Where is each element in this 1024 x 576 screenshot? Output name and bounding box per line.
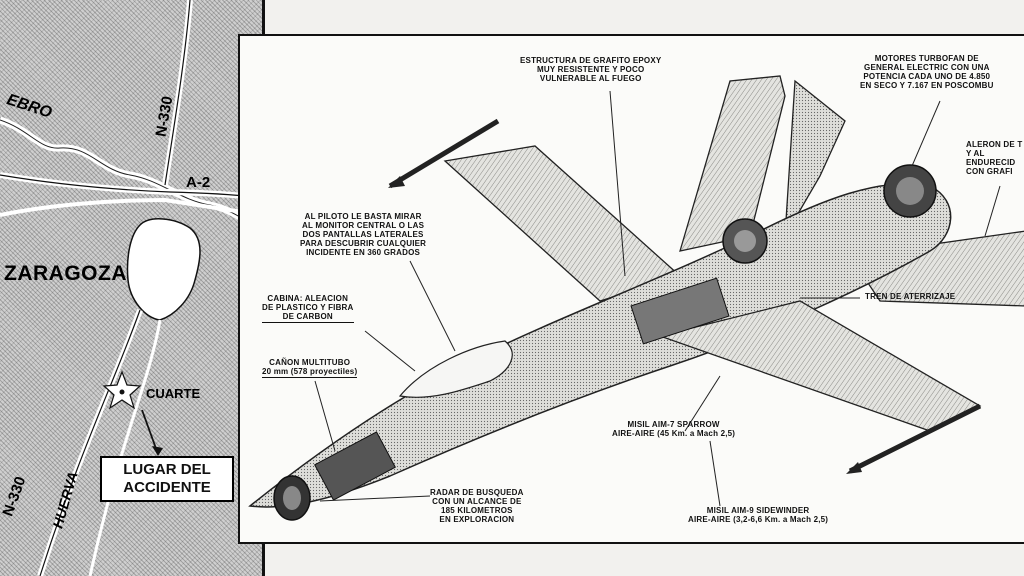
cockpit-canopy <box>398 340 513 398</box>
callout-radar: RADAR DE BUSQUEDA CON UN ALCANCE DE 185 … <box>430 488 524 524</box>
accident-label-line2: ACCIDENTE <box>123 479 211 496</box>
cuarte-label: CUARTE <box>146 386 201 401</box>
jet-cutaway-diagram: ESTRUCTURA DE GRAFITO EPOXY MUY RESISTEN… <box>238 34 1024 544</box>
callout-cannon: CAÑON MULTITUBO 20 mm (578 proyectiles) <box>262 358 358 378</box>
right-wingtip-missile <box>848 403 982 474</box>
accident-location-box: LUGAR DEL ACCIDENTE <box>100 456 234 502</box>
leader-cabin <box>364 330 416 372</box>
left-wing <box>443 145 682 302</box>
leader-engines <box>911 100 941 167</box>
callout-pilot: AL PILOTO LE BASTA MIRAR AL MONITOR CENT… <box>300 212 427 257</box>
callout-landing-gear: TREN DE ATERRIZAJE <box>865 292 956 301</box>
leader-radar <box>319 495 431 502</box>
callout-engines: MOTORES TURBOFAN DE GENERAL ELECTRIC CON… <box>860 54 994 90</box>
left-wingtip-missile <box>388 118 500 189</box>
callout-structure: ESTRUCTURA DE GRAFITO EPOXY MUY RESISTEN… <box>520 56 662 83</box>
leader-pilot <box>409 260 456 352</box>
city-label: ZARAGOZA <box>4 262 127 285</box>
accident-label-line1: LUGAR DEL <box>123 461 211 478</box>
callout-aileron: ALERON DE T Y AL ENDURECID CON GRAFI <box>966 140 1023 176</box>
callout-sidewinder: MISIL AIM-9 SIDEWINDER AIRE-AIRE (3,2-6,… <box>688 506 829 524</box>
huerva-river <box>88 319 162 576</box>
leader-cannon <box>314 380 336 452</box>
leader-sidewinder <box>709 440 721 507</box>
a2-label: A-2 <box>186 174 211 191</box>
jet-illustration <box>248 75 1024 521</box>
leader-sparrow <box>684 375 721 432</box>
location-map: EBRO N-330 A-2 ZARAGOZA CUARTE N-330 HUE… <box>0 0 265 576</box>
callout-cabin: CABINA: ALEACION DE PLASTICO Y FIBRA DE … <box>262 294 354 323</box>
vertical-tail-right <box>784 79 846 237</box>
landing-gear-bay <box>630 277 730 345</box>
zaragoza-city-area <box>126 218 201 321</box>
map-roads <box>0 0 262 576</box>
cannon-bay <box>314 431 396 501</box>
leader-structure <box>609 90 626 277</box>
leader-aileron <box>984 185 1001 237</box>
callout-sparrow: MISIL AIM-7 SPARROW AIRE-AIRE (45 Km. a … <box>612 420 736 438</box>
